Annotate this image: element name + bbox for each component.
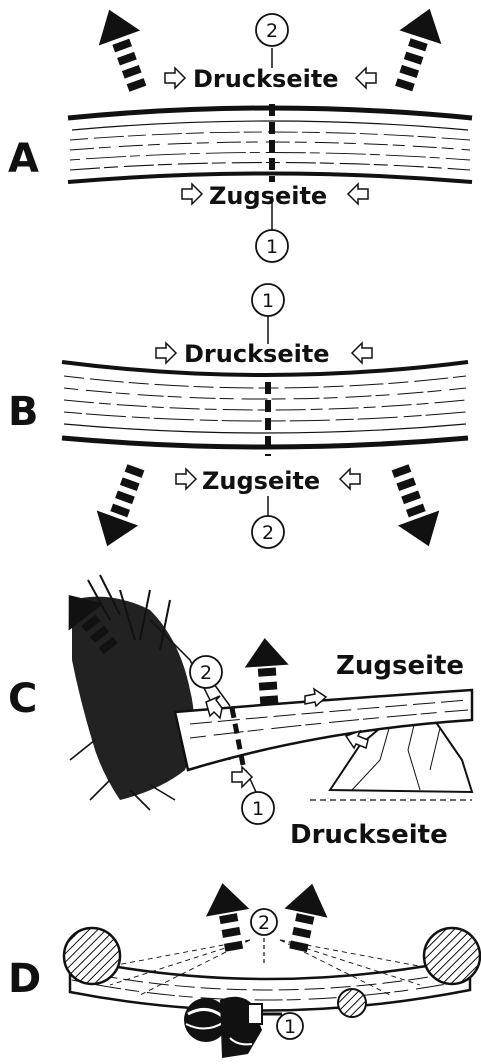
panel-letter-d: D bbox=[8, 956, 41, 1002]
panel-letter-b: B bbox=[8, 389, 39, 435]
marker-number: 1 bbox=[262, 290, 274, 312]
force-arrow-icon bbox=[201, 879, 256, 954]
hollow-arrow-icon bbox=[182, 184, 202, 204]
hollow-arrow-icon bbox=[176, 469, 196, 489]
support-stump-icon bbox=[64, 928, 120, 984]
marker-number: 1 bbox=[252, 798, 264, 820]
panel-a: A bbox=[8, 2, 472, 262]
hollow-arrow-icon bbox=[356, 68, 376, 88]
hollow-arrow-icon bbox=[352, 343, 372, 363]
marker-number: 2 bbox=[200, 662, 212, 684]
force-arrow-icon bbox=[277, 879, 334, 955]
hollow-arrow-icon bbox=[156, 343, 176, 363]
force-arrow-icon bbox=[383, 2, 451, 95]
marker-number: 2 bbox=[262, 522, 274, 544]
hollow-arrow-icon bbox=[165, 68, 185, 88]
bottom-label: Zugseite bbox=[209, 182, 327, 210]
force-arrow-icon bbox=[86, 460, 156, 554]
panel-c: C bbox=[8, 575, 472, 850]
top-label: Druckseite bbox=[184, 340, 330, 368]
support-stump-icon bbox=[424, 928, 480, 984]
panel-letter-c: C bbox=[8, 676, 37, 722]
hollow-arrow-icon bbox=[348, 184, 368, 204]
lower-label: Druckseite bbox=[290, 820, 448, 850]
force-arrow-icon bbox=[379, 460, 449, 554]
support-stump-icon bbox=[338, 989, 366, 1017]
panel-d: D bbox=[8, 879, 480, 1058]
top-label: Druckseite bbox=[193, 65, 339, 93]
hollow-arrow-icon bbox=[232, 767, 252, 787]
bottom-label: Zugseite bbox=[202, 467, 320, 495]
panel-letter-a: A bbox=[8, 136, 39, 182]
log-icon bbox=[70, 958, 470, 1011]
upper-label: Zugseite bbox=[336, 651, 464, 681]
marker-number: 1 bbox=[266, 236, 278, 258]
panel-b: B Druckseite bbox=[8, 284, 468, 554]
hollow-arrow-icon bbox=[340, 469, 360, 489]
force-arrow-icon bbox=[243, 637, 291, 706]
marker-number: 2 bbox=[266, 20, 278, 42]
force-arrow-icon bbox=[88, 2, 158, 96]
marker-number: 1 bbox=[284, 1016, 296, 1038]
marker-number: 2 bbox=[258, 912, 270, 934]
